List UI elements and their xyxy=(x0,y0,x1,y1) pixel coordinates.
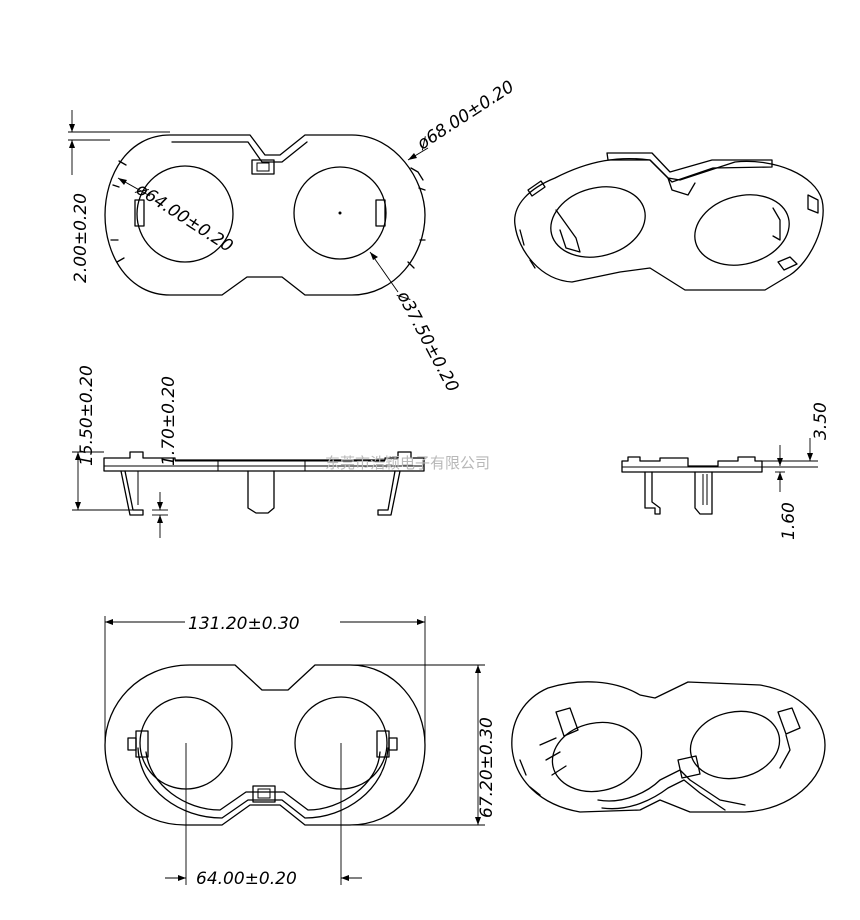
dim-side-height-lower: 1.60 xyxy=(779,502,799,540)
top-view: 2.00±0.20 ø64.00±0.20 ø68.00±0.20 ø37.50… xyxy=(68,77,518,396)
dim-side-height-upper: 3.50 xyxy=(811,402,831,440)
front-view-body xyxy=(103,451,425,472)
iso-bottom-right-hole xyxy=(689,710,781,780)
dim-flange-thickness: 1.70±0.20 xyxy=(159,376,179,466)
top-view-outline xyxy=(104,134,426,296)
dim-inner-diameter: ø64.00±0.20 xyxy=(131,179,236,257)
iso-top-right-hole xyxy=(694,194,790,266)
front-view: 15.50±0.20 1.70±0.20 东莞市浩颖电子有限公司 xyxy=(72,365,490,538)
iso-view-bottom xyxy=(511,681,826,813)
iso-top-left-hole xyxy=(550,186,646,258)
top-view-rim-inner xyxy=(171,141,308,163)
dim-overall-length: 131.20±0.30 xyxy=(188,614,300,634)
dim-hole-diameter: ø37.50±0.20 xyxy=(392,287,462,395)
top-view-left-hole xyxy=(136,165,234,263)
top-view-right-clip xyxy=(375,199,386,227)
bottom-view-notch xyxy=(252,785,276,803)
top-view-right-hole xyxy=(293,166,387,260)
top-view-notch xyxy=(251,159,275,175)
dim-rim-thickness: 2.00±0.20 xyxy=(71,193,91,283)
company-watermark: 东莞市浩颖电子有限公司 xyxy=(325,454,490,472)
iso-view-top xyxy=(514,152,824,291)
dim-hole-spacing: 64.00±0.20 xyxy=(196,869,297,889)
side-view: 3.50 1.60 xyxy=(621,402,831,540)
top-view-left-clip xyxy=(134,199,145,227)
dim-total-height: 15.50±0.20 xyxy=(77,365,97,466)
dim-outer-diameter: ø68.00±0.20 xyxy=(413,77,518,155)
iso-bottom-outline xyxy=(511,681,826,813)
dim-overall-width: 67.20±0.30 xyxy=(477,717,497,818)
side-view-body xyxy=(621,456,763,473)
bottom-view: 131.20±0.30 67.20±0.30 64.00±0.20 xyxy=(104,614,497,889)
iso-bottom-left-hole xyxy=(551,721,643,793)
